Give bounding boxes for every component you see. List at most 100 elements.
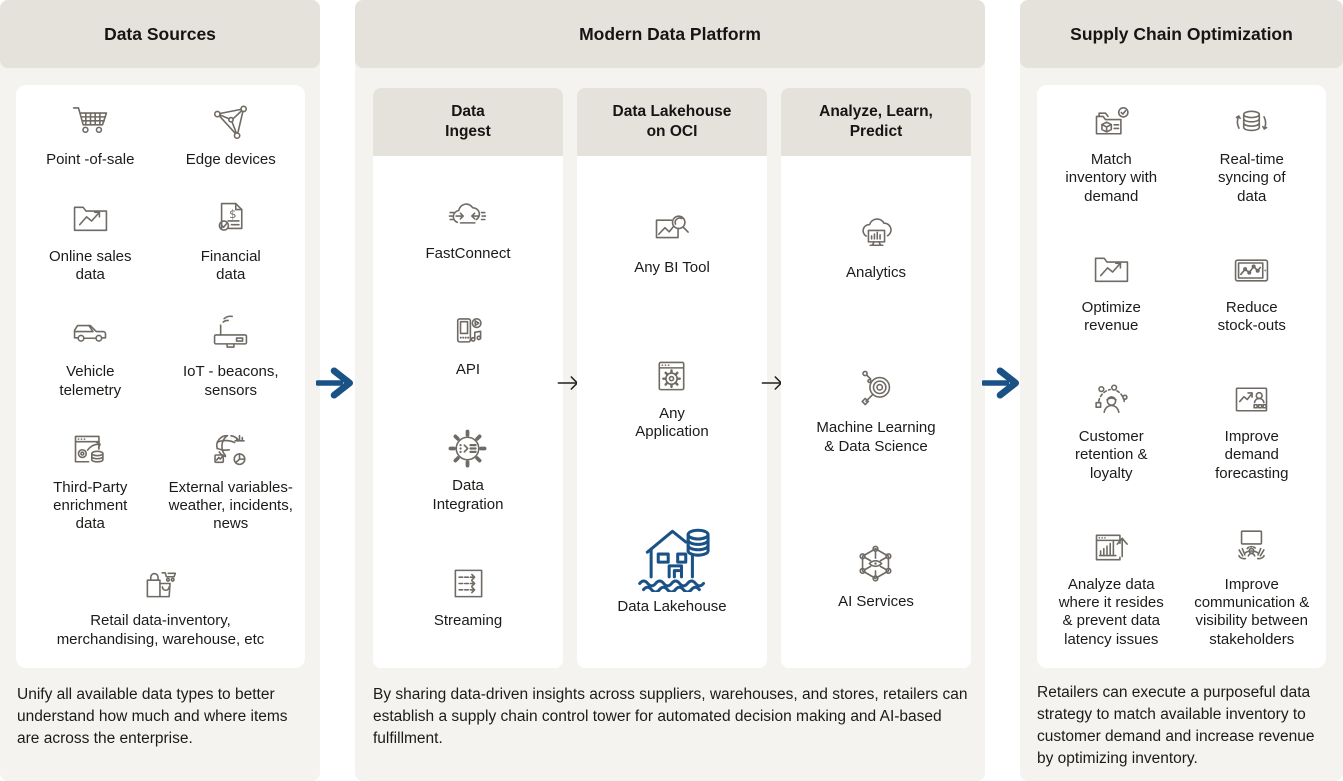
diagram-item: Data Integration (432, 426, 504, 514)
diagram-item: FastConnect (425, 194, 511, 263)
item-label: Real-time syncing of data (1217, 151, 1286, 205)
cart-icon (68, 100, 113, 145)
modern-data-platform-panel: Modern Data Platform Data Ingest FastCon… (355, 0, 985, 781)
item-label: Machine Learning & Data Science (816, 419, 936, 455)
supply-chain-footer: Retailers can execute a purposeful data … (1037, 684, 1315, 767)
item-label: Analyze data where it resides & prevent … (1058, 575, 1164, 648)
app-window-gear-icon (649, 354, 694, 399)
flow-arrow-right-icon (316, 366, 353, 400)
diagram-item: Online sales data (49, 197, 132, 285)
fastconnect-cloud-icon (445, 194, 490, 239)
shopping-bags-icon (138, 561, 183, 606)
diagram-item: Customer retention & loyalty (1075, 377, 1148, 483)
diagram-item: Improve demand forecasting (1215, 377, 1288, 483)
diagram-item: Real-time syncing of data (1218, 100, 1286, 206)
stakeholder-communication-icon (1229, 525, 1274, 570)
data-sources-title: Data Sources (0, 0, 320, 68)
item-label: Point -of-sale (46, 151, 135, 168)
diagram-item: Point -of-sale (46, 100, 134, 169)
data-sources-footer: Unify all available data types to better… (17, 686, 288, 747)
diagram-item: Analytics (846, 213, 906, 282)
item-label: Streaming (433, 612, 503, 630)
data-lakehouse-icon (628, 518, 716, 592)
item-label: Edge devices (185, 151, 276, 168)
diagram-item: Data Lakehouse (617, 518, 727, 616)
item-label: Financial data (200, 248, 261, 284)
item-label: Optimize revenue (1081, 298, 1141, 334)
item-label: External variables- weather, incidents, … (168, 478, 293, 533)
item-label: IoT - beacons, sensors (182, 363, 279, 399)
modern-data-platform-footer: By sharing data-driven insights across s… (373, 686, 968, 747)
supply-chain-optimization-title: Supply Chain Optimization (1020, 0, 1343, 68)
item-label: Online sales data (48, 248, 132, 284)
browser-gear-db-icon (68, 428, 113, 473)
stockouts-tablet-chart-icon (1229, 248, 1274, 293)
diagram-item: Machine Learning & Data Science (816, 368, 936, 456)
item-label: Improve communication & visibility betwe… (1194, 575, 1310, 648)
item-label: Data Integration (432, 477, 504, 513)
ai-network-icon (853, 542, 898, 587)
item-label: API (455, 360, 481, 378)
supply-chain-grid: Match inventory with demand Real-time syn… (1037, 85, 1326, 668)
data-integration-gear-icon (445, 426, 490, 471)
item-label: Match inventory with demand (1065, 151, 1158, 205)
modern-data-platform-title: Modern Data Platform (355, 0, 985, 68)
folder-chart-icon (1089, 248, 1134, 293)
van-icon (68, 312, 113, 357)
item-label: Reduce stock-outs (1217, 298, 1286, 334)
api-device-icon (446, 310, 491, 355)
diagram-item: Any BI Tool (634, 208, 710, 277)
diagram-item: Vehicle telemetry (59, 312, 121, 400)
diagram-item: Retail data-inventory, merchandising, wa… (56, 561, 265, 649)
diagram-item: $ Financial data (201, 197, 261, 285)
item-label: Improve demand forecasting (1215, 428, 1289, 482)
analyze-data-bars-icon (1089, 525, 1134, 570)
demand-forecast-screen-icon (1229, 377, 1274, 422)
item-label: Retail data-inventory, merchandising, wa… (56, 612, 265, 648)
svg-text:$: $ (229, 207, 236, 221)
diagram-item: Streaming (434, 561, 502, 630)
item-label: Analytics (845, 263, 907, 281)
item-label: AI Services (838, 592, 914, 610)
diagram-item: Match inventory with demand (1065, 100, 1157, 206)
data-lakehouse-title: Data Lakehouse on OCI (577, 88, 767, 156)
diagram-item: External variables- weather, incidents, … (169, 428, 293, 534)
folder-chart-icon (68, 197, 113, 242)
diagram-item: IoT - beacons, sensors (183, 312, 279, 400)
customer-retention-icon (1089, 377, 1134, 422)
realtime-sync-db-icon (1229, 100, 1274, 145)
ml-magnifier-icon (854, 368, 899, 413)
supply-chain-card: Match inventory with demand Real-time syn… (1037, 85, 1326, 668)
diagram-item: Edge devices (186, 100, 276, 169)
diagram-item: Optimize revenue (1082, 248, 1141, 336)
diagram-item: Reduce stock-outs (1218, 248, 1286, 336)
edge-devices-icon (208, 100, 253, 145)
match-inventory-icon (1089, 100, 1134, 145)
diagram-item: Analyze data where it resides & prevent … (1059, 525, 1164, 649)
analytics-cloud-monitor-icon (854, 213, 899, 258)
data-ingest-title: Data Ingest (373, 88, 563, 156)
item-label: Customer retention & loyalty (1074, 428, 1148, 482)
diagram-item: Improve communication & visibility betwe… (1194, 525, 1309, 649)
streaming-arrows-icon (446, 561, 491, 606)
bi-image-magnifier-icon (649, 208, 694, 253)
diagram-item: Third-Party enrichment data (53, 428, 127, 534)
supply-chain-optimization-panel: Supply Chain Optimization Match inventor… (1020, 0, 1343, 781)
analyze-learn-predict-title: Analyze, Learn, Predict (781, 88, 971, 156)
item-label: Vehicle telemetry (59, 363, 122, 399)
iot-router-icon (208, 312, 253, 357)
item-label: Data Lakehouse (617, 597, 727, 615)
diagram-item: AI Services (838, 542, 914, 611)
diagram-item: Any Application (635, 354, 709, 442)
diagram-item: API (446, 310, 491, 379)
